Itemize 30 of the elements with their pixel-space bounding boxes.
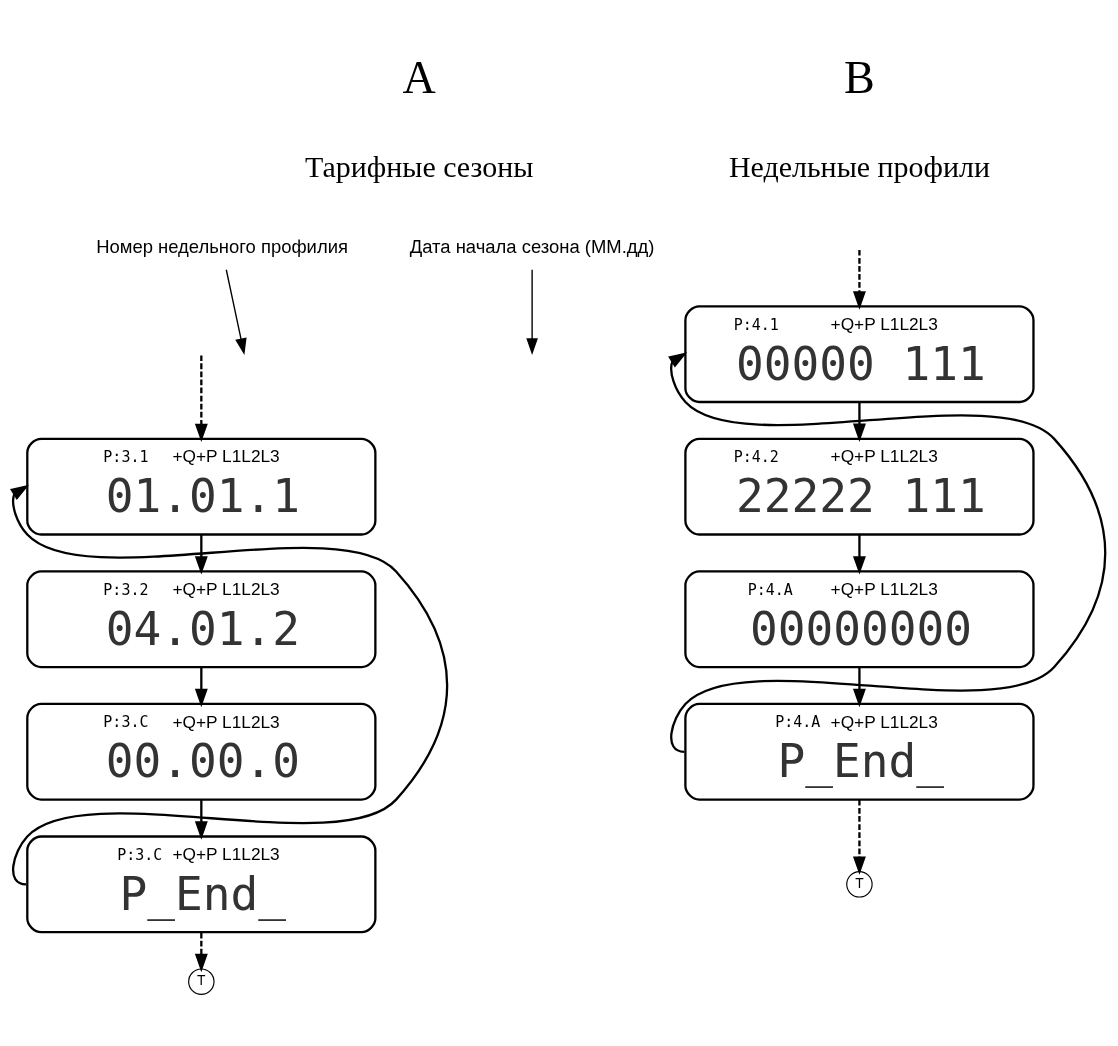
arrow xyxy=(225,269,247,355)
node-box: P:4.A +Q+P L1L2L3 P_End_ xyxy=(684,702,1035,801)
arrow xyxy=(526,269,538,355)
arrow xyxy=(852,249,866,310)
arrow xyxy=(194,355,208,443)
arrow xyxy=(852,667,866,708)
arrow xyxy=(194,667,208,708)
arrow xyxy=(668,352,1107,753)
node-box: P:4.2 +Q+P L1L2L3 22222 111 xyxy=(684,437,1035,536)
node-circle: T xyxy=(846,871,873,898)
node-text: Номер недельного профилия xyxy=(96,236,348,258)
label: B xyxy=(844,52,875,104)
node-box: P:3.C +Q+P L1L2L3 P_End_ xyxy=(26,835,377,934)
arrow xyxy=(194,534,208,575)
node-box: P:3.1 +Q+P L1L2L3 01.01.1 xyxy=(26,437,377,536)
label: Тарифные сезоны xyxy=(305,150,534,184)
arrow xyxy=(852,402,866,443)
arrow xyxy=(852,534,866,575)
node-box: P:4.1 +Q+P L1L2L3 00000 111 xyxy=(684,305,1035,404)
arrow xyxy=(194,799,208,840)
node-circle: T xyxy=(188,968,215,995)
node-box: P:3.C +Q+P L1L2L3 00.00.0 xyxy=(26,702,377,801)
arrow xyxy=(852,799,866,875)
label: A xyxy=(402,52,436,104)
label: Недельные профили xyxy=(728,150,990,184)
arrow xyxy=(194,932,208,973)
node-box: P:3.2 +Q+P L1L2L3 04.01.2 xyxy=(26,570,377,669)
arrow xyxy=(10,484,449,886)
node-box: P:4.A +Q+P L1L2L3 00000000 xyxy=(684,570,1035,669)
node-text: Дата начала сезона (ММ.дд) xyxy=(409,236,655,258)
